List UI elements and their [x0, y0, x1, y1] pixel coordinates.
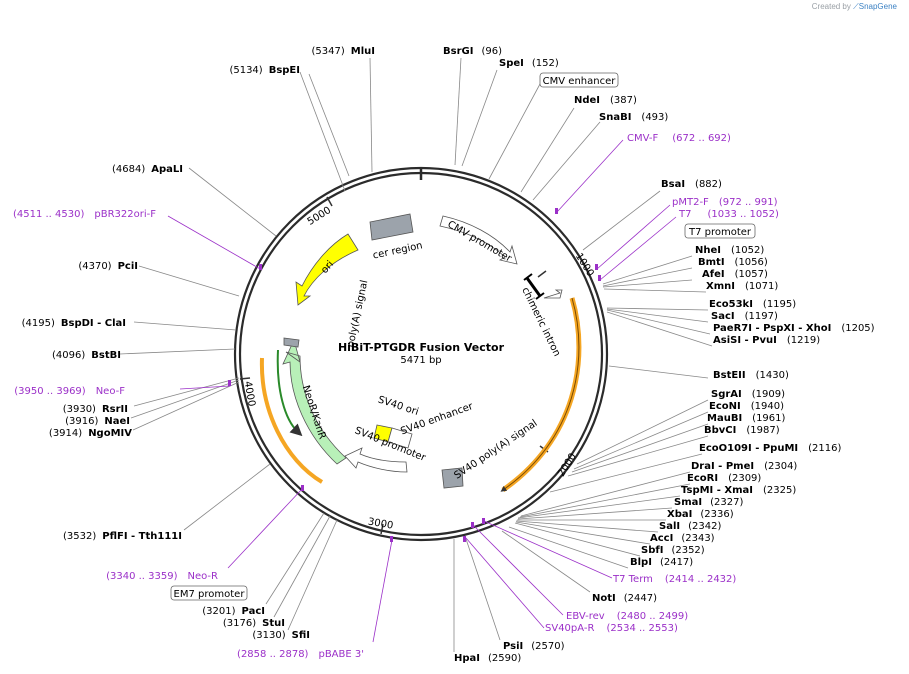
credit-brand: SnapGene [858, 2, 897, 11]
site-SalI: SalI(2342) [659, 521, 721, 532]
site-SacI: SacI(1197) [711, 311, 778, 322]
snapgene-credit: Created by ⟋SnapGene [812, 2, 897, 12]
site-EcoNI: EcoNI(1940) [709, 401, 784, 412]
primer-SV40pA-R: SV40pA-R(2534 .. 2553) [545, 623, 678, 634]
site-XbaI: XbaI(2336) [667, 509, 734, 520]
cmv-promoter-feature[interactable]: CMV promoter [439, 215, 518, 265]
map-title: HiBiT-PTGDR Fusion Vector [338, 341, 505, 354]
site-RsrII: (3930)RsrII [63, 404, 128, 415]
tick-label-2000: 2000 [556, 451, 579, 478]
leader-lines [119, 57, 713, 652]
primer-Neo-F: (3950 .. 3969)Neo-F [14, 386, 125, 397]
credit-prefix: Created by [811, 2, 851, 11]
site-SnaBI: SnaBI(493) [599, 112, 668, 123]
boxed-cmv-enhancer[interactable]: CMV enhancer [539, 72, 619, 88]
site-PmeI: DraI - PmeI(2304) [691, 461, 797, 472]
site-XmnI: XmnI(1071) [706, 281, 778, 292]
site-SmaI: SmaI(2327) [674, 497, 743, 508]
snapgene-logo: ⟋ [853, 2, 859, 11]
site-ClaI: (4195)BspDI - ClaI [22, 318, 126, 329]
site-Eco53kI: Eco53kI(1195) [709, 299, 796, 310]
site-BstBI: (4096)BstBI [52, 350, 121, 361]
tick-label-1000: 1000 [573, 251, 596, 278]
svg-text:EM7 promoter: EM7 promoter [174, 589, 246, 600]
site-PvuI: AsiSI - PvuI(1219) [713, 335, 820, 346]
site-NaeI: (3916)NaeI [65, 416, 130, 427]
neo-kanr-feature[interactable]: NeoR/KanR [282, 338, 347, 465]
site-AfeI: AfeI(1057) [702, 269, 768, 280]
primer-T7-Term: T7 Term(2414 .. 2432) [612, 574, 736, 585]
primer-CMV-F: CMV-F(672 .. 692) [627, 133, 731, 144]
plasmid-backbone [233, 166, 609, 542]
primer-labels[interactable]: CMV-F(672 .. 692) pMT2-F(972 .. 991) T7(… [13, 133, 779, 660]
tick-label-4000: 4000 [242, 380, 257, 407]
site-NgoMIV: (3914)NgoMIV [49, 428, 132, 439]
site-SgrAI: SgrAI(1909) [711, 389, 785, 400]
site-BlpI: BlpI(2417) [630, 557, 693, 568]
tick-label-5000: 5000 [306, 205, 333, 228]
primer-Neo-R: (3340 .. 3359)Neo-R [106, 571, 218, 582]
svg-text:cer region: cer region [372, 240, 424, 261]
site-BsrGI: BsrGI(96) [443, 46, 502, 57]
neo-inner-orf[interactable] [259, 349, 324, 484]
svg-text:SV40 ori: SV40 ori [376, 394, 419, 417]
sv40-polya-feature[interactable]: SV40 poly(A) signal [441, 418, 540, 489]
svg-text:CMV promoter: CMV promoter [445, 219, 514, 265]
site-XhoI: PaeR7I - PspXI - XhoI(1205) [713, 323, 875, 334]
primer-marks [228, 208, 601, 542]
orf-feature[interactable] [500, 297, 582, 493]
site-PpuMI: EcoO109I - PpuMI(2116) [699, 443, 841, 454]
tick-3000: 3000 [367, 516, 394, 535]
site-NotI: NotI(2447) [592, 593, 657, 604]
site-BbvCI: BbvCI(1987) [704, 425, 780, 436]
site-NheI: NheI(1052) [695, 245, 764, 256]
primer-leaders [167, 139, 677, 643]
site-SfiI: (3130)SfiI [252, 630, 310, 641]
svg-text:CMV enhancer: CMV enhancer [543, 76, 617, 87]
site-BsaI: BsaI(882) [661, 179, 722, 190]
site-BstEII: BstEII(1430) [713, 370, 789, 381]
site-MauBI: MauBI(1961) [707, 413, 786, 424]
tick-label-3000: 3000 [367, 516, 394, 531]
primer-pMT2-F: pMT2-F(972 .. 991) [672, 197, 778, 208]
primer-T7: T7(1033 .. 1052) [678, 209, 779, 220]
tick-1000: 1000 [537, 251, 596, 279]
site-PacI: (3201)PacI [202, 606, 265, 617]
site-labels[interactable]: BsrGI(96) SpeI(152) NdeI(387) SnaBI(493)… [22, 46, 875, 664]
site-AccI: AccI(2343) [650, 533, 715, 544]
svg-text:poly(A) signal: poly(A) signal [345, 279, 370, 348]
chimeric-intron-feature[interactable]: chimeric intron [519, 273, 563, 358]
site-StuI: (3176)StuI [223, 618, 285, 629]
ori-feature[interactable]: ori [295, 233, 359, 306]
site-BmtI: BmtI(1056) [698, 257, 768, 268]
site-XmaI: TspMI - XmaI(2325) [681, 485, 796, 496]
site-SbfI: SbfI(2352) [641, 545, 705, 556]
svg-text:T7 promoter: T7 promoter [688, 227, 752, 238]
map-size: 5471 bp [400, 355, 441, 366]
site-NdeI: NdeI(387) [574, 95, 637, 106]
site-PciI: (4370)PciI [78, 261, 138, 272]
primer-EBV-rev: EBV-rev(2480 .. 2499) [566, 611, 688, 622]
site-MluI: (5347)MluI [312, 46, 375, 57]
site-ApaLI: (4684)ApaLI [112, 164, 183, 175]
site-Tth111I: (3532)PflFI - Tth111I [63, 531, 182, 542]
tick-4000: 4000 [239, 377, 257, 407]
cer-region-feature[interactable]: cer region [369, 213, 424, 262]
site-BspEI: (5134)BspEI [229, 65, 300, 76]
site-SpeI: SpeI(152) [499, 58, 559, 69]
primer-pBR322ori-F: (4511 .. 4530)pBR322ori-F [13, 209, 156, 220]
boxed-t7-promoter[interactable]: T7 promoter [684, 223, 756, 239]
site-HpaI: HpaI(2590) [454, 653, 521, 664]
boxed-em7-promoter[interactable]: EM7 promoter [170, 585, 248, 601]
site-EcoRI: EcoRI(2309) [687, 473, 761, 484]
site-PsiI: PsiI(2570) [503, 641, 565, 652]
primer-pBABE-3: (2858 .. 2878)pBABE 3' [237, 649, 364, 660]
